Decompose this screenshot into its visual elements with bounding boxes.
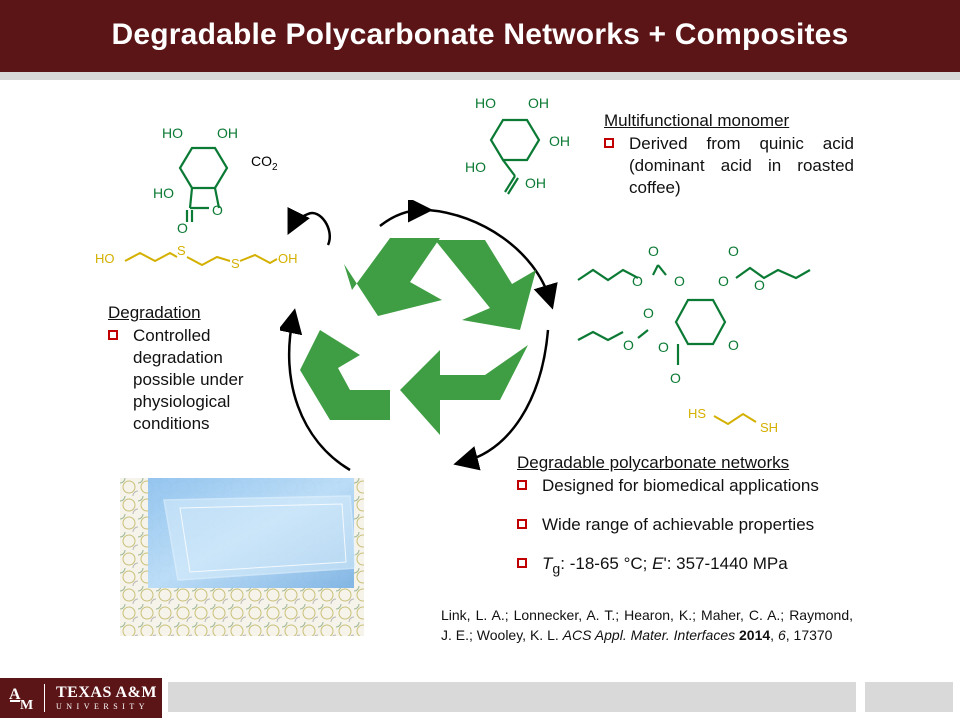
svg-text:O: O [658,339,669,355]
svg-text:O: O [728,337,739,353]
networks-heading: Degradable polycarbonate networks [517,453,790,472]
svg-text:SH: SH [760,420,778,435]
svg-text:O: O [212,202,223,218]
bullet-text: Derived from quinic acid (dominant acid … [629,134,854,197]
svg-text:O: O [177,220,188,236]
svg-text:OH: OH [525,175,546,191]
thioether-diol-structure: HO S S OH [95,243,298,271]
svg-text:HO: HO [475,95,496,111]
monomer-heading: Multifunctional monomer [604,111,790,130]
dithiol-structure: HS SH [688,406,778,435]
footer-bar [168,682,856,712]
cycle-arrow-out [287,206,331,246]
svg-text:O: O [643,305,654,321]
recycle-arrow-1 [344,238,442,316]
monomer-section: Multifunctional monomer Derived from qui… [604,110,854,199]
svg-text:A: A [9,686,21,703]
bullet-box-icon [517,558,527,568]
cycle-arrow-top [379,200,433,227]
svg-text:O: O [728,243,739,259]
recycle-symbol [300,238,536,435]
svg-text:O: O [623,337,634,353]
bullet-item: Designed for biomedical applications [517,475,897,497]
cycle-arrow-right [427,208,558,310]
tamu-logo-icon: A M [9,686,33,713]
bullet-text: Wide range of achievable properties [542,515,815,534]
bullet-text: Designed for biomedical applications [542,476,819,495]
svg-text:O: O [674,273,685,289]
bullet-text: Controlled degradation possible under ph… [133,326,244,433]
bullet-item: Controlled degradation possible under ph… [108,325,288,435]
slide-title: Degradable Polycarbonate Networks + Comp… [111,18,849,51]
bullet-box-icon [108,330,118,340]
svg-text:OH: OH [549,133,570,149]
svg-text:HO: HO [95,251,115,266]
recycle-cycle-diagram [280,200,558,472]
polymer-film-photo [120,478,364,636]
recycle-arrow-4 [300,330,390,420]
bullet-box-icon [517,480,527,490]
bullet-item-properties: Tg: -18-65 °C; E': 357-1440 MPa [517,553,897,580]
title-bar [0,0,960,72]
svg-text:OH: OH [217,125,238,141]
cycle-arrow-bottom [453,329,550,471]
recycle-arrow-2 [435,240,536,330]
degradation-section: Degradation Controlled degradation possi… [108,302,288,435]
svg-text:OH: OH [528,95,549,111]
title-underbar [0,72,960,80]
svg-text:O: O [718,273,729,289]
cycle-arrow-left [280,308,351,472]
svg-text:O: O [754,277,765,293]
citation: Link, L. A.; Lonnecker, A. T.; Hearon, K… [441,607,853,643]
quinic-acid-structure: HO OH OH HO OH [465,95,570,195]
allyl-carbonate-monomer-structure: O O O O O O O O O O O [577,243,811,386]
svg-text:O: O [670,370,681,386]
svg-text:HO: HO [465,159,486,175]
bullet-item: Derived from quinic acid (dominant acid … [604,133,854,199]
footer-page-box [865,682,953,712]
svg-text:S: S [177,243,186,258]
svg-text:M: M [20,698,33,713]
logo-subtext: UNIVERSITY [56,702,149,711]
svg-text:O: O [648,243,659,259]
bullet-box-icon [604,138,614,148]
bullet-item: Wide range of achievable properties [517,514,897,536]
svg-text:S: S [231,256,240,271]
networks-section: Degradable polycarbonate networks Design… [517,452,897,597]
bullet-box-icon [517,519,527,529]
svg-text:HO: HO [162,125,183,141]
logo-divider [44,684,45,712]
svg-text:HO: HO [153,185,174,201]
svg-text:CO2: CO2 [251,153,278,173]
logo-text: TEXAS A&M [56,684,157,701]
tamu-logo: A M TEXAS A&M UNIVERSITY [0,678,162,718]
svg-text:HS: HS [688,406,706,421]
lactone-structure: HO OH HO O O CO2 [153,125,278,236]
svg-text:OH: OH [278,251,298,266]
bullet-text: Tg: -18-65 °C; E': 357-1440 MPa [542,554,788,578]
svg-text:O: O [632,273,643,289]
recycle-arrow-3 [400,345,528,435]
degradation-heading: Degradation [108,303,201,322]
